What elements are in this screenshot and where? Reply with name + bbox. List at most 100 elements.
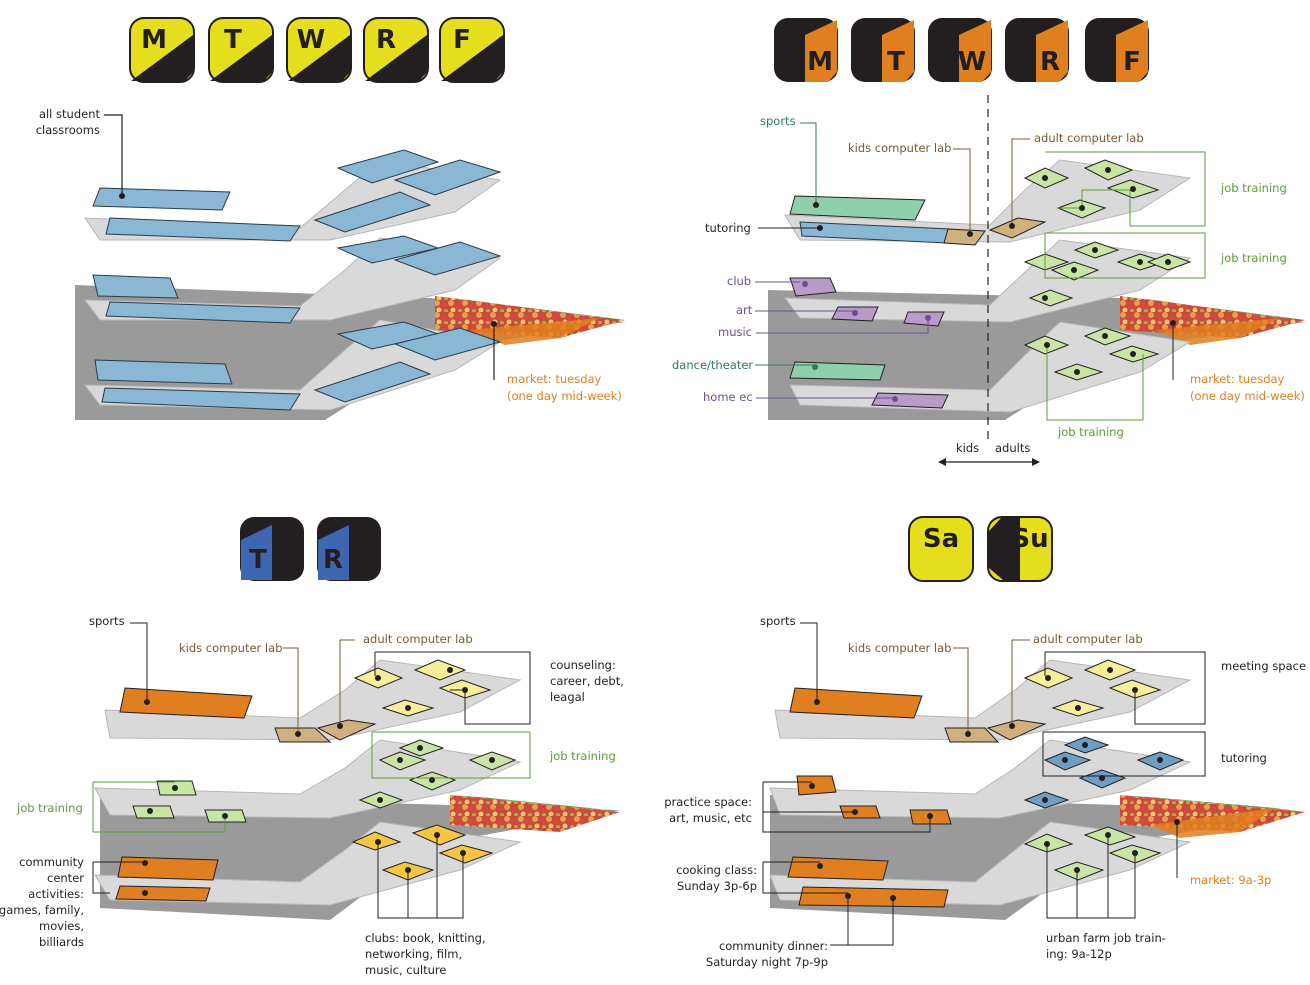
label-adults: adults — [995, 441, 1030, 455]
badge-w-right-label: W — [958, 47, 987, 77]
practice-space-1 — [796, 775, 837, 796]
label-cooking-class-text: cooking class:Sunday 3p-6p — [676, 863, 757, 893]
label-job-training-bl-right: job training — [549, 749, 616, 763]
badge-f-right-label: F — [1123, 47, 1141, 77]
label-urban-farm-job-training-text: urban farm job train-ing: 9a-12p — [1046, 931, 1166, 961]
sports-orange-br — [789, 687, 923, 719]
badge-r-right-label: R — [1040, 47, 1060, 77]
label-clubs: clubs: book, knitting,networking, film,m… — [365, 931, 486, 977]
community-activities-2 — [115, 885, 211, 902]
label-tutoring-br: tutoring — [1221, 751, 1267, 765]
label-urban-farm-job-training: urban farm job train-ing: 9a-12p — [1046, 931, 1166, 961]
label-kids-computer-lab: kids computer lab — [848, 141, 951, 155]
label-job-training-3: job training — [1057, 425, 1124, 439]
leader-dots-bl — [142, 667, 495, 896]
badge-m-right: M — [774, 18, 838, 82]
badge-t-blue-label: T — [249, 545, 267, 575]
music-room — [903, 311, 945, 327]
weekday-badges: M T W R F — [129, 17, 505, 83]
label-meeting-space: meeting space — [1221, 659, 1306, 673]
badge-w: W — [286, 17, 352, 83]
kids-computer-lab-br — [944, 727, 1000, 743]
club-room — [789, 277, 837, 297]
badge-f: F — [439, 17, 505, 83]
floor-3 — [84, 149, 502, 242]
badge-sa: Sa — [908, 516, 974, 582]
badge-r-right: R — [1005, 18, 1069, 82]
badge-t-blue: T — [240, 517, 304, 581]
badge-t-label: T — [224, 25, 242, 55]
label-dance-theater: dance/theater — [672, 358, 753, 372]
label-sports-br: sports — [760, 614, 796, 628]
badge-r-blue: R — [317, 517, 381, 581]
badge-f-label: F — [453, 25, 471, 55]
floor-2 — [83, 235, 502, 324]
label-market-tuesday-right-text: market: tuesday(one day mid-week) — [1190, 372, 1305, 403]
leader-dots-tr — [802, 167, 1176, 402]
badge-r: R — [363, 17, 429, 83]
classroom — [92, 187, 231, 211]
panel-weekday-classes: M T W R F — [36, 17, 625, 420]
label-kids-computer-lab-bl: kids computer lab — [179, 641, 282, 655]
kids-computer-lab-bl — [274, 727, 332, 743]
tue-thu-badges: T R — [240, 517, 381, 581]
badge-su-label: Su — [1011, 524, 1048, 554]
market-stall-bl — [450, 795, 620, 832]
label-community-dinner-text: community dinner:Saturday night 7p-9p — [706, 939, 828, 969]
panel-weekend: Sa Su — [664, 516, 1306, 969]
adult-computer-lab-bl — [316, 719, 377, 741]
home-ec-room — [871, 392, 949, 409]
label-counseling: counseling:career, debt,leagal — [550, 658, 624, 704]
badge-m-right-label: M — [807, 47, 833, 77]
sports-orange — [119, 687, 253, 719]
badge-f-right: F — [1085, 18, 1149, 82]
label-club: club — [727, 274, 751, 288]
market-stall — [435, 296, 625, 345]
label-kids: kids — [956, 441, 979, 455]
label-market-tuesday-text: market: tuesday(one day mid-week) — [507, 372, 622, 403]
weekday-badges-right: M T W R F — [774, 18, 1149, 82]
panel-weekday-community: M T W R F — [672, 18, 1305, 466]
badge-su: Su — [987, 516, 1053, 582]
label-practice-space: practice space:art, music, etc — [664, 795, 752, 825]
market-stall-br — [1120, 795, 1305, 838]
badge-m-label: M — [141, 25, 167, 55]
floor-1 — [83, 319, 502, 411]
label-adult-computer-lab: adult computer lab — [1034, 131, 1144, 145]
adult-computer-lab-br — [986, 719, 1047, 741]
label-home-ec: home ec — [703, 390, 753, 404]
badge-m: M — [129, 17, 195, 83]
panel-tue-thu: T R — [0, 517, 624, 977]
label-tutoring: tutoring — [705, 221, 751, 235]
label-practice-space-text: practice space:art, music, etc — [664, 795, 752, 825]
label-community-dinner: community dinner:Saturday night 7p-9p — [706, 939, 828, 969]
community-dinner-room — [798, 886, 949, 908]
badge-w-label: W — [297, 25, 326, 55]
label-sports-bl: sports — [89, 614, 125, 628]
label-sports: sports — [760, 114, 796, 128]
badge-r-blue-label: R — [323, 545, 343, 575]
weekend-badges: Sa Su — [908, 516, 1053, 582]
label-cooking-class: cooking class:Sunday 3p-6p — [676, 863, 757, 893]
label-art: art — [736, 303, 753, 317]
badge-t-right-label: T — [887, 47, 905, 77]
cooking-class-room — [787, 856, 889, 881]
label-adult-computer-lab-br: adult computer lab — [1033, 632, 1143, 646]
label-counseling-text: counseling:career, debt,leagal — [550, 658, 624, 704]
badge-w-right: W — [928, 18, 992, 82]
label-clubs-text: clubs: book, knitting,networking, film,m… — [365, 931, 486, 977]
label-job-training-1: job training — [1220, 181, 1287, 195]
leader-dots-br — [809, 667, 1180, 901]
badge-t: T — [208, 17, 274, 83]
label-market-9a-3p: market: 9a-3p — [1190, 873, 1271, 887]
practice-space-2 — [839, 805, 881, 819]
badge-t-right: T — [851, 18, 915, 82]
market-stall-right — [1120, 296, 1305, 345]
label-adult-computer-lab-bl: adult computer lab — [363, 632, 473, 646]
label-market-tuesday-right: market: tuesday(one day mid-week) — [1190, 372, 1305, 403]
